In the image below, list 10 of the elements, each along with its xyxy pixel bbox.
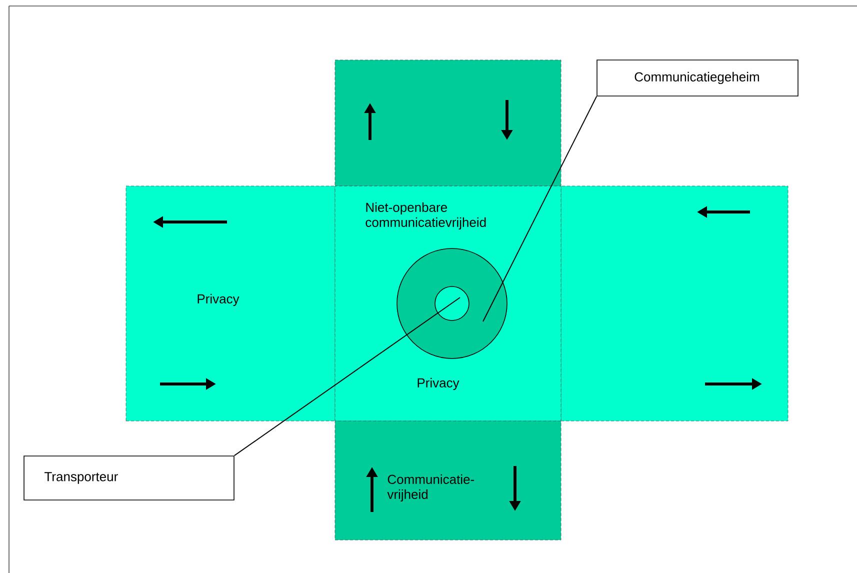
band-region	[560, 186, 788, 422]
band-region	[334, 60, 562, 186]
leader-line	[482, 96, 598, 322]
leader-line	[234, 297, 460, 456]
inner-circle	[434, 286, 470, 321]
band-region: Privacy	[126, 186, 336, 422]
band-region: Communicatie- vrijheid	[334, 420, 562, 540]
ring-circle	[396, 248, 508, 359]
label-box: Transporteur	[24, 456, 234, 500]
label-box: Communicatiegeheim	[596, 60, 798, 96]
